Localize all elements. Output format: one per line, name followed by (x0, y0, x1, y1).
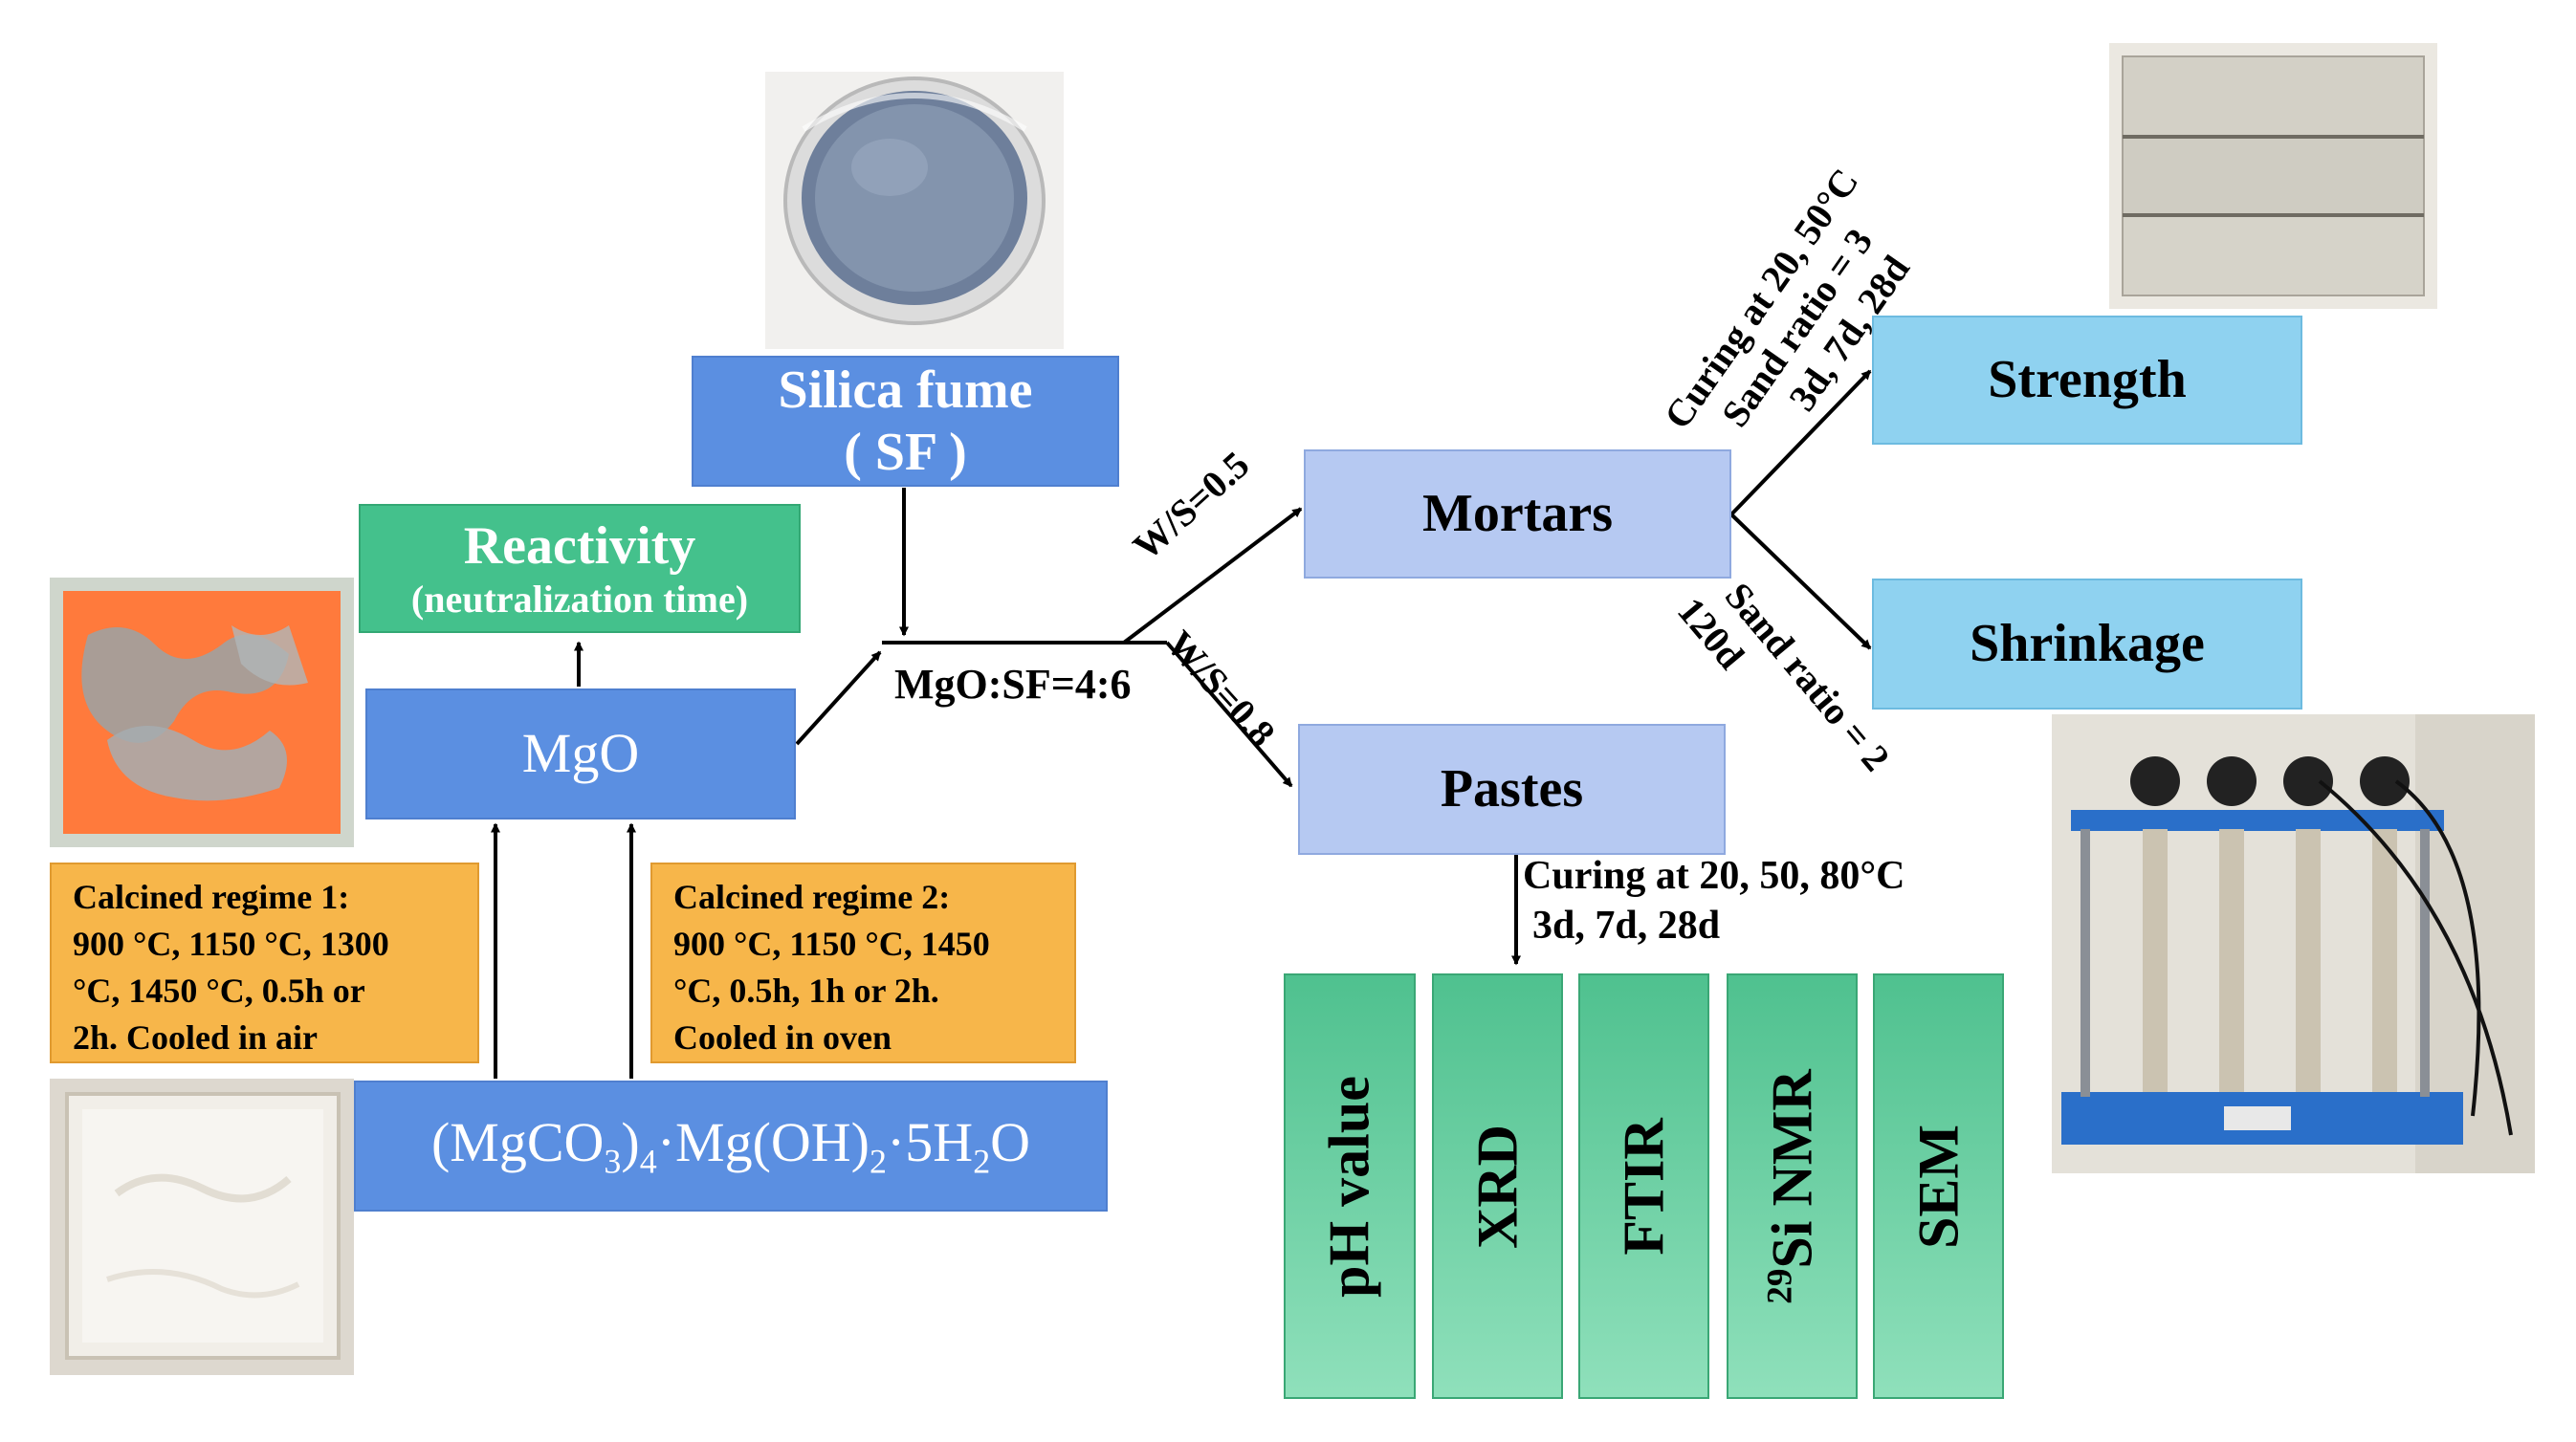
pastes-box: Pastes (1298, 724, 1726, 855)
silica-fume-photo (765, 72, 1064, 349)
shrinkage-label: Shrinkage (1970, 614, 2205, 674)
test-xrd: XRD (1432, 973, 1563, 1399)
xrd-label: XRD (1465, 1124, 1529, 1249)
paste-curing-line: Curing at 20, 50, 80°C (1523, 854, 1905, 898)
mortars-box: Mortars (1304, 449, 1731, 579)
silica-fume-box: Silica fume ( SF ) (692, 356, 1119, 487)
regime-1-line: °C, 1450 °C, 0.5h or (73, 972, 365, 1010)
silica-fume-abbr: ( SF ) (844, 422, 967, 482)
test-ph-value: pH value (1284, 973, 1416, 1399)
regime-2-line: Cooled in oven (673, 1018, 892, 1057)
precursor-powder-photo (50, 1079, 354, 1375)
sem-label: SEM (1906, 1124, 1970, 1249)
strength-box: Strength (1872, 316, 2302, 445)
regime-1-line: 2h. Cooled in air (73, 1018, 319, 1057)
paste-curing-line: 3d, 7d, 28d (1532, 904, 1721, 948)
regime-1-box: Calcined regime 1: 900 °C, 1150 °C, 1300… (50, 863, 479, 1063)
shrinkage-box: Shrinkage (1872, 579, 2302, 710)
calcined-mgo-photo (50, 578, 354, 847)
shrinkage-rig-photo (2052, 714, 2535, 1173)
test-si-nmr: 29Si NMR (1727, 973, 1858, 1399)
mix-ratio-label: MgO:SF=4:6 (894, 661, 1132, 708)
regime-2-line: °C, 0.5h, 1h or 2h. (673, 972, 939, 1010)
reactivity-label: Reactivity (463, 516, 696, 577)
mgo-box: MgO (365, 688, 796, 819)
regime-2-line: 900 °C, 1150 °C, 1450 (673, 925, 990, 963)
regime-2-line: Calcined regime 2: (673, 878, 951, 916)
mortar-prisms-photo (2109, 43, 2437, 309)
precursor-box: (MgCO3)4·Mg(OH)2·5H2O (354, 1081, 1108, 1212)
test-sem: SEM (1873, 973, 2004, 1399)
si-nmr-label: 29Si NMR (1760, 1068, 1823, 1304)
reactivity-subtitle: (neutralization time) (410, 577, 749, 621)
regime-2-box: Calcined regime 2: 900 °C, 1150 °C, 1450… (650, 863, 1076, 1063)
mortars-label: Mortars (1421, 484, 1613, 544)
test-ftir: FTIR (1578, 973, 1709, 1399)
ph-value-label: pH value (1317, 1075, 1381, 1298)
pastes-label: Pastes (1440, 759, 1584, 819)
regime-1-line: 900 °C, 1150 °C, 1300 (73, 925, 389, 963)
silica-fume-label: Silica fume (778, 360, 1033, 421)
paste-curing-label: Curing at 20, 50, 80°C 3d, 7d, 28d (1523, 851, 1904, 950)
reactivity-box: Reactivity (neutralization time) (359, 504, 801, 633)
ftir-label: FTIR (1612, 1117, 1675, 1256)
regime-1-line: Calcined regime 1: (73, 878, 350, 916)
mgo-label: MgO (521, 722, 640, 785)
strength-label: Strength (1988, 350, 2187, 410)
precursor-formula: (MgCO3)4·Mg(OH)2·5H2O (430, 1110, 1031, 1181)
